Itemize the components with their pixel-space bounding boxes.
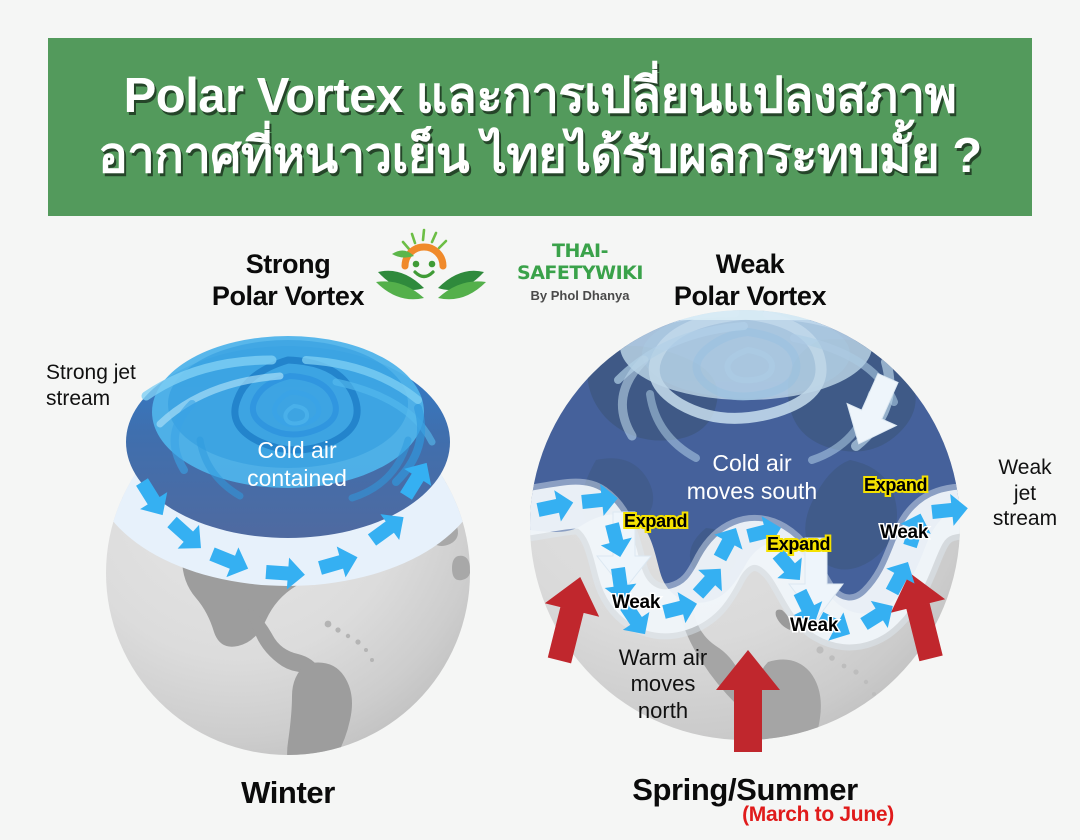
weak-jet-stream-label: Weak jet stream	[972, 455, 1078, 532]
left-jet-arrows	[136, 462, 432, 590]
weak-label-right: Weak	[878, 521, 929, 545]
brand-logo: THAI-SAFETYWIKI By Phol Dhanya	[372, 228, 662, 303]
expand-label-right: Expand	[862, 473, 930, 497]
title-line-1: Polar Vortex และการเปลี่ยนแปลงสภาพ	[123, 69, 957, 124]
right-heading-line-1: Weak	[715, 249, 785, 279]
logo-book-sun-icon	[376, 228, 486, 300]
right-heading: Weak Polar Vortex	[610, 248, 890, 313]
strong-jet-line-1: Strong jet	[46, 361, 136, 384]
left-vortex-swirl	[141, 336, 436, 502]
right-season-sublabel: (March to June)	[742, 803, 894, 826]
right-jet-arrows	[536, 483, 968, 641]
expand-label-left: Expand	[622, 509, 690, 533]
cold-contained-line-1: Cold air	[257, 437, 337, 463]
weak-label-left: Weak	[610, 591, 661, 615]
expand-badge-center: Expand	[765, 532, 833, 556]
expand-label-center: Expand	[765, 532, 833, 556]
warm-north-line-2: moves	[630, 671, 696, 697]
right-expand-arrows	[595, 372, 899, 621]
strong-jet-stream-label: Strong jet stream	[46, 360, 196, 411]
right-warm-air-arrows	[544, 573, 946, 752]
left-heading-line-1: Strong	[245, 249, 331, 279]
weak-badge-center: Weak	[788, 614, 839, 638]
right-globe-weak-vortex	[530, 310, 968, 752]
left-season-label: Winter	[241, 775, 335, 810]
logo-text-block: THAI-SAFETYWIKI By Phol Dhanya	[498, 240, 662, 303]
expand-badge-left: Expand	[622, 509, 690, 533]
weak-jet-line-1: Weak	[998, 456, 1052, 479]
warm-north-line-3: north	[637, 697, 689, 723]
warm-air-moves-north-label: Warm air moves north	[598, 645, 728, 724]
expand-badge-right: Expand	[862, 473, 930, 497]
weak-label-center: Weak	[788, 614, 839, 638]
right-season-label: Spring/Summer	[632, 772, 858, 807]
logo-byline: By Phol Dhanya	[530, 288, 630, 303]
strong-jet-line-2: stream	[46, 386, 111, 410]
weak-badge-right: Weak	[878, 521, 929, 545]
weak-jet-line-3: stream	[992, 507, 1058, 531]
weak-jet-line-2: jet	[1013, 481, 1037, 505]
cold-air-moves-south-label: Cold air moves south	[662, 450, 842, 505]
title-banner: Polar Vortex และการเปลี่ยนแปลงสภาพ อากาศ…	[48, 38, 1032, 216]
cold-contained-line-2: contained	[247, 464, 347, 491]
left-heading: Strong Polar Vortex	[148, 248, 428, 313]
warm-north-line-1: Warm air	[618, 645, 708, 670]
left-heading-line-2: Polar Vortex	[211, 281, 365, 312]
cold-south-line-2: moves south	[686, 477, 818, 504]
logo-name: THAI-SAFETYWIKI	[517, 240, 643, 284]
page-title: Polar Vortex และการเปลี่ยนแปลงสภาพ อากาศ…	[48, 38, 1032, 216]
cold-air-contained-label: Cold air contained	[222, 437, 372, 492]
title-line-2: อากาศที่หนาวเย็น ไทยได้รับผลกระทบมั้ย ?	[98, 129, 982, 183]
right-heading-line-2: Polar Vortex	[673, 281, 827, 312]
weak-badge-left: Weak	[610, 591, 661, 615]
cold-south-line-1: Cold air	[712, 450, 792, 476]
left-globe-strong-vortex	[106, 336, 470, 755]
